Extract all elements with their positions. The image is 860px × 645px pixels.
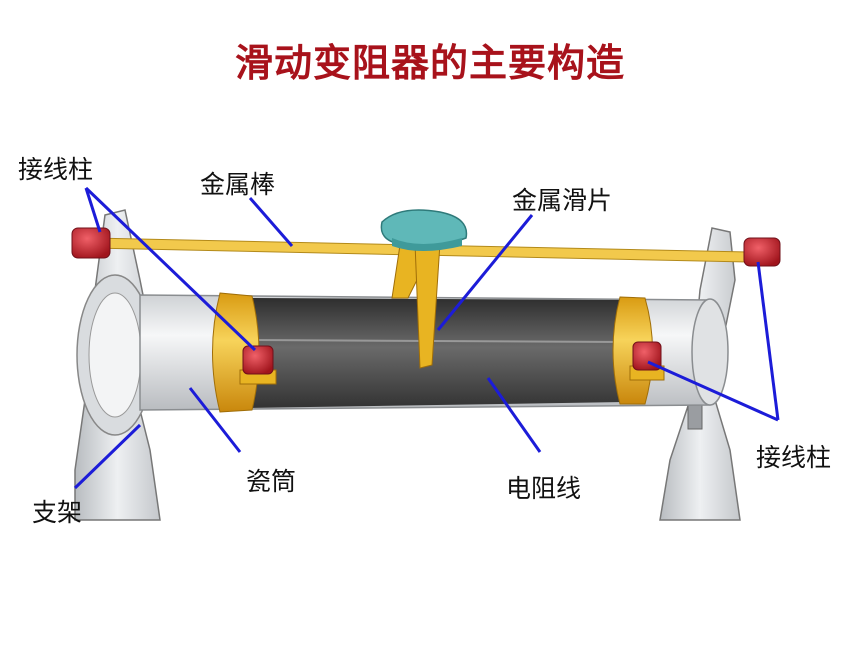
terminal-rod-right: [743, 237, 781, 267]
leader-terminal-left-a: [84, 187, 102, 233]
terminal-tube-left: [239, 345, 277, 385]
label-terminal-right: 接线柱: [756, 443, 831, 472]
terminal-tube-right: [629, 341, 665, 381]
resistance-wire-coil: [238, 298, 633, 408]
leader-terminal-left-b: [84, 186, 257, 352]
leader-porcelain-tube: [188, 387, 242, 453]
leader-metal-slider: [436, 214, 534, 331]
label-stand: 支架: [32, 498, 82, 527]
page-title: 滑动变阻器的主要构造: [234, 41, 625, 85]
leader-metal-rod: [248, 197, 294, 247]
leader-resistance-wire: [486, 377, 542, 453]
leader-stand: [73, 423, 142, 490]
label-resistance-wire: 电阻线: [506, 474, 581, 503]
leader-terminal-right-b: [647, 360, 779, 422]
label-porcelain-tube: 瓷筒: [246, 467, 296, 496]
label-terminal-left: 接线柱: [18, 155, 93, 184]
leader-terminal-right-a: [756, 261, 780, 421]
terminal-rod-left: [71, 227, 111, 259]
label-metal-slider: 金属滑片: [512, 186, 612, 215]
label-metal-rod: 金属棒: [200, 170, 275, 199]
leader-lines: [73, 186, 780, 490]
metal-slider: [380, 209, 468, 369]
